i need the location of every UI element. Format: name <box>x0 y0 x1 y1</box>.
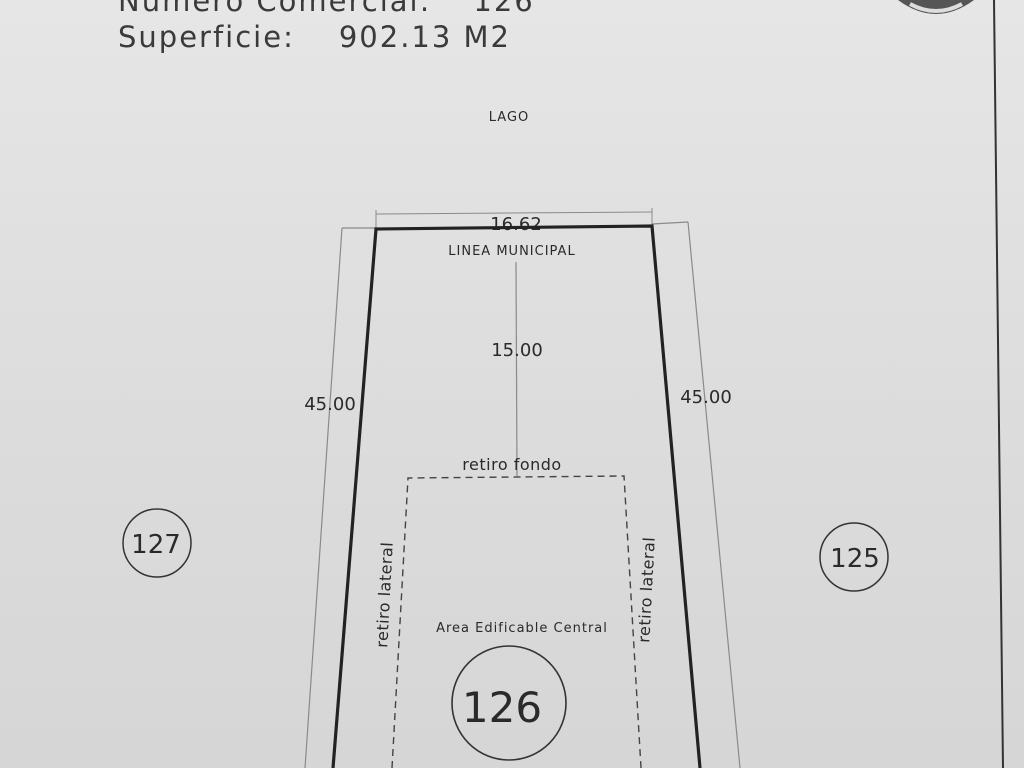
left-neighbor-circle <box>122 508 192 578</box>
superficie-value: 902.13 M2 <box>338 20 512 54</box>
numero-value: 126 <box>473 0 535 18</box>
numero-label: Numero Comercial: <box>118 0 432 18</box>
left-side-dimension: 45.00 <box>304 394 356 415</box>
left-setback-label: retiro lateral <box>372 541 397 648</box>
sheet-border-right <box>993 0 1004 768</box>
neighbor-boundary-left <box>304 227 343 768</box>
front-dimension: 16.62 <box>490 214 542 235</box>
setback-dimension-line <box>515 261 518 477</box>
lot-number: 126 <box>462 683 542 732</box>
right-side-dimension: 45.00 <box>680 387 732 408</box>
rear-setback-dimension: 15.00 <box>491 340 543 361</box>
right-neighbor-lot: 125 <box>830 544 880 574</box>
lot-number-circle <box>451 645 567 761</box>
logo-icon <box>898 0 974 14</box>
right-setback-label: retiro lateral <box>634 536 659 643</box>
buildable-area-label: Area Edificable Central <box>436 621 608 636</box>
superficie-label: Superficie: <box>118 20 295 54</box>
header-superficie: Superficie: 902.13 M2 <box>118 20 511 54</box>
right-neighbor-circle <box>819 522 889 592</box>
neighbor-front-right <box>651 221 689 225</box>
buildable-area-outline <box>391 475 642 768</box>
header-numero-comercial: Numero Comercial: 126 <box>118 0 535 18</box>
rear-setback-label: retiro fondo <box>462 455 561 474</box>
front-dimension-line <box>375 211 653 215</box>
left-neighbor-lot: 127 <box>131 530 181 560</box>
lot-boundary <box>331 224 702 768</box>
lake-label: LAGO <box>489 110 530 125</box>
neighbor-boundary-right <box>687 221 741 768</box>
front-line-label: LINEA MUNICIPAL <box>448 244 575 259</box>
